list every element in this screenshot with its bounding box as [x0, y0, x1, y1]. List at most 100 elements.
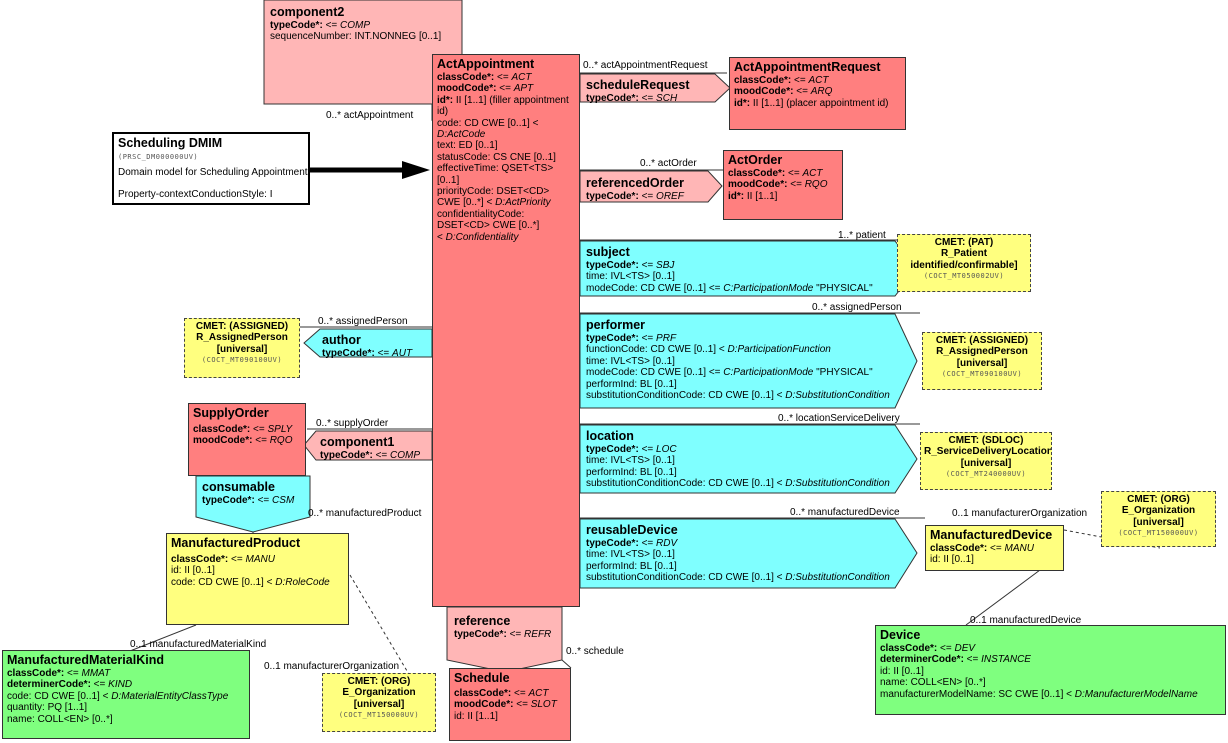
- device-box[interactable]: Device classCode*: <= DEV determinerCode…: [875, 625, 1226, 715]
- reusable-device-title: reusableDevice: [586, 523, 678, 537]
- cmet-patient[interactable]: CMET: (PAT) R_Patient identified/confirm…: [897, 234, 1031, 292]
- act-appointment-attr: id): [437, 106, 449, 118]
- cmet-material-org-name: E_Organization: [342, 687, 416, 699]
- manufactured-product-attr: classCode*: <= MANU: [171, 554, 275, 565]
- referenced-order-title: referencedOrder: [586, 176, 684, 190]
- act-order-title: ActOrder: [728, 153, 783, 167]
- reference-box[interactable]: reference typeCode*: <= REFR: [450, 612, 555, 642]
- cmet-performer-head: CMET: (ASSIGNED): [935, 335, 1029, 346]
- act-order-box[interactable]: ActOrder classCode*: <= ACT moodCode*: <…: [723, 150, 843, 220]
- subject-box[interactable]: subject typeCode*: <= SBJ time: IVL<TS> …: [582, 243, 877, 296]
- act-appointment-title: ActAppointment: [437, 57, 535, 71]
- performer-row: time: IVL<TS> [0..1]: [586, 355, 675, 367]
- cmet-author-name: R_AssignedPerson: [196, 332, 288, 344]
- act-appointment-attr: text: ED [0..1]: [437, 140, 498, 152]
- cmet-material-org-head: CMET: (ORG): [347, 676, 411, 687]
- manufactured-device-attr: id: II [0..1]: [930, 554, 974, 566]
- cmet-patient-name: R_Patient: [940, 248, 988, 260]
- manufactured-device-attr: classCode*: <= MANU: [930, 543, 1034, 554]
- device-attr: classCode*: <= DEV: [880, 643, 976, 654]
- location-row: time: IVL<TS> [0..1]: [586, 455, 675, 467]
- schedule-title: Schedule: [454, 671, 510, 685]
- assigned-person-perf-label: 0..* assignedPerson: [812, 302, 902, 313]
- model-style: Property-contextConductionStyle: I: [118, 189, 273, 200]
- assigned-person-auth-label: 0..* assignedPerson: [318, 316, 408, 327]
- consumable-box[interactable]: consumable typeCode*: <= CSM: [198, 478, 298, 508]
- author-box[interactable]: author typeCode*: <= AUT: [318, 331, 416, 361]
- act-appointment-attr: code: CD CWE [0..1] <: [437, 117, 539, 129]
- supply-order-box[interactable]: SupplyOrder classCode*: <= SPLY moodCode…: [188, 403, 306, 476]
- schedule-label: 0..* schedule: [566, 646, 624, 657]
- schedule-request-arrow-shape: [579, 73, 731, 103]
- manufactured-device-box[interactable]: ManufacturedDevice classCode*: <= MANU i…: [925, 525, 1064, 571]
- component2-box[interactable]: component2 typeCode*: <= COMP sequenceNu…: [266, 3, 461, 45]
- device-attr: determinerCode*: <= INSTANCE: [880, 654, 1031, 666]
- cmet-device-org[interactable]: CMET: (ORG) E_Organization [universal] (…: [1101, 491, 1216, 547]
- schedule-request-box[interactable]: scheduleRequest typeCode*: <= SCH: [582, 76, 694, 106]
- act-order-attr: moodCode*: <= RQO: [728, 179, 828, 191]
- reference-row: typeCode*: <= REFR: [454, 629, 552, 640]
- cmet-performer-person[interactable]: CMET: (ASSIGNED) R_AssignedPerson [unive…: [922, 332, 1042, 390]
- act-appointment-request-label: 0..* actAppointmentRequest: [583, 60, 708, 71]
- component1-row: typeCode*: <= COMP: [320, 450, 421, 461]
- act-appointment-request-box[interactable]: ActAppointmentRequest classCode*: <= ACT…: [729, 57, 906, 130]
- reusable-device-box[interactable]: reusableDevice typeCode*: <= RDV time: I…: [582, 521, 894, 586]
- manufactured-device-arrow-label: 0..* manufacturedDevice: [790, 507, 900, 518]
- cmet-patient-code: (COCT_MT050002UV): [923, 272, 1005, 281]
- consumable-arrow-shape: [195, 475, 311, 533]
- manufactured-product-attr: id: II [0..1]: [171, 565, 215, 577]
- cmet-author-code: (COCT_MT090100UV): [201, 356, 283, 365]
- manufactured-material-kind-attr: code: CD CWE [0..1] < D:MaterialEntityCl…: [7, 690, 229, 702]
- cmet-patient-sub: identified/confirmable]: [910, 259, 1018, 271]
- cmet-performer-sub: [universal]: [956, 357, 1008, 369]
- manufactured-material-kind-label: 0..1 manufacturedMaterialKind: [130, 639, 267, 650]
- cmet-device-org-code: (COCT_MT150000UV): [1118, 529, 1199, 538]
- act-appointment-request-attr: moodCode*: <= ARQ: [734, 86, 833, 98]
- act-appointment-request-attr: id*: II [1..1] (placer appointment id): [734, 97, 889, 109]
- cmet-location-sub: [universal]: [960, 457, 1012, 469]
- reference-title: reference: [454, 614, 511, 628]
- manufactured-product-title: ManufacturedProduct: [171, 536, 301, 550]
- performer-row: substitutionConditionCode: CD CWE [0..1]…: [586, 390, 890, 402]
- cmet-location-code: (COCT_MT240000UV): [945, 470, 1027, 479]
- cmet-location-name: R_ServiceDeliveryLocation: [924, 446, 1052, 458]
- subject-row: modeCode: CD CWE [0..1] <= C:Participati…: [586, 282, 873, 294]
- subject-title: subject: [586, 245, 630, 259]
- act-appointment-attr: CWE [0..*] < D:ActPriority: [437, 197, 551, 209]
- author-title: author: [322, 333, 361, 347]
- component1-box[interactable]: component1 typeCode*: <= COMP: [316, 433, 424, 463]
- schedule-attr: id: II [1..1]: [454, 710, 498, 722]
- performer-box[interactable]: performer typeCode*: <= PRF functionCode…: [582, 316, 894, 403]
- manufactured-material-kind-title: ManufacturedMaterialKind: [7, 653, 164, 667]
- cmet-author-person[interactable]: CMET: (ASSIGNED) R_AssignedPerson [unive…: [184, 318, 300, 378]
- component2-row: sequenceNumber: INT.NONNEG [0..1]: [270, 31, 442, 43]
- referenced-order-box[interactable]: referencedOrder typeCode*: <= OREF: [582, 174, 688, 204]
- schedule-attr: moodCode*: <= SLOT: [454, 699, 557, 711]
- act-appointment-request-title: ActAppointmentRequest: [734, 60, 881, 74]
- act-order-attr: id*: II [1..1]: [728, 190, 778, 202]
- performer-row: functionCode: CD CWE [0..1] < D:Particip…: [586, 344, 831, 356]
- cmet-material-org[interactable]: CMET: (ORG) E_Organization [universal] (…: [322, 673, 436, 732]
- act-appointment-attr: effectiveTime: QSET<TS>: [437, 163, 554, 175]
- manufactured-product-box[interactable]: ManufacturedProduct classCode*: <= MANU …: [166, 533, 349, 625]
- act-appointment-label: 0..* actAppointment: [326, 110, 414, 121]
- cmet-material-org-code: (COCT_MT150000UV): [338, 711, 420, 720]
- manufacturer-org-device-label: 0..1 manufacturerOrganization: [952, 508, 1088, 519]
- act-appointment-box[interactable]: ActAppointment classCode*: <= ACT moodCo…: [432, 54, 580, 607]
- manufactured-material-kind-box[interactable]: ManufacturedMaterialKind classCode*: <= …: [2, 650, 250, 739]
- performer-title: performer: [586, 318, 646, 332]
- reusable-device-row: substitutionConditionCode: CD CWE [0..1]…: [586, 572, 890, 584]
- location-box[interactable]: location typeCode*: <= LOC time: IVL<TS>…: [582, 427, 894, 492]
- schedule-box[interactable]: Schedule classCode*: <= ACT moodCode*: <…: [449, 668, 571, 741]
- manufacturer-org-material-label: 0..1 manufacturerOrganization: [264, 661, 400, 672]
- consumable-title: consumable: [202, 480, 275, 494]
- location-row: typeCode*: <= LOC: [586, 444, 677, 455]
- subject-row: typeCode*: <= SBJ: [586, 260, 675, 271]
- cmet-location[interactable]: CMET: (SDLOC) R_ServiceDeliveryLocation …: [920, 432, 1052, 490]
- act-appointment-attr: statusCode: CS CNE [0..1]: [437, 151, 556, 163]
- patient-label: 1..* patient: [838, 230, 886, 241]
- manufactured-material-kind-attr: classCode*: <= MMAT: [7, 668, 111, 679]
- cmet-performer-name: R_AssignedPerson: [936, 346, 1028, 358]
- schedule-request-title: scheduleRequest: [586, 78, 690, 92]
